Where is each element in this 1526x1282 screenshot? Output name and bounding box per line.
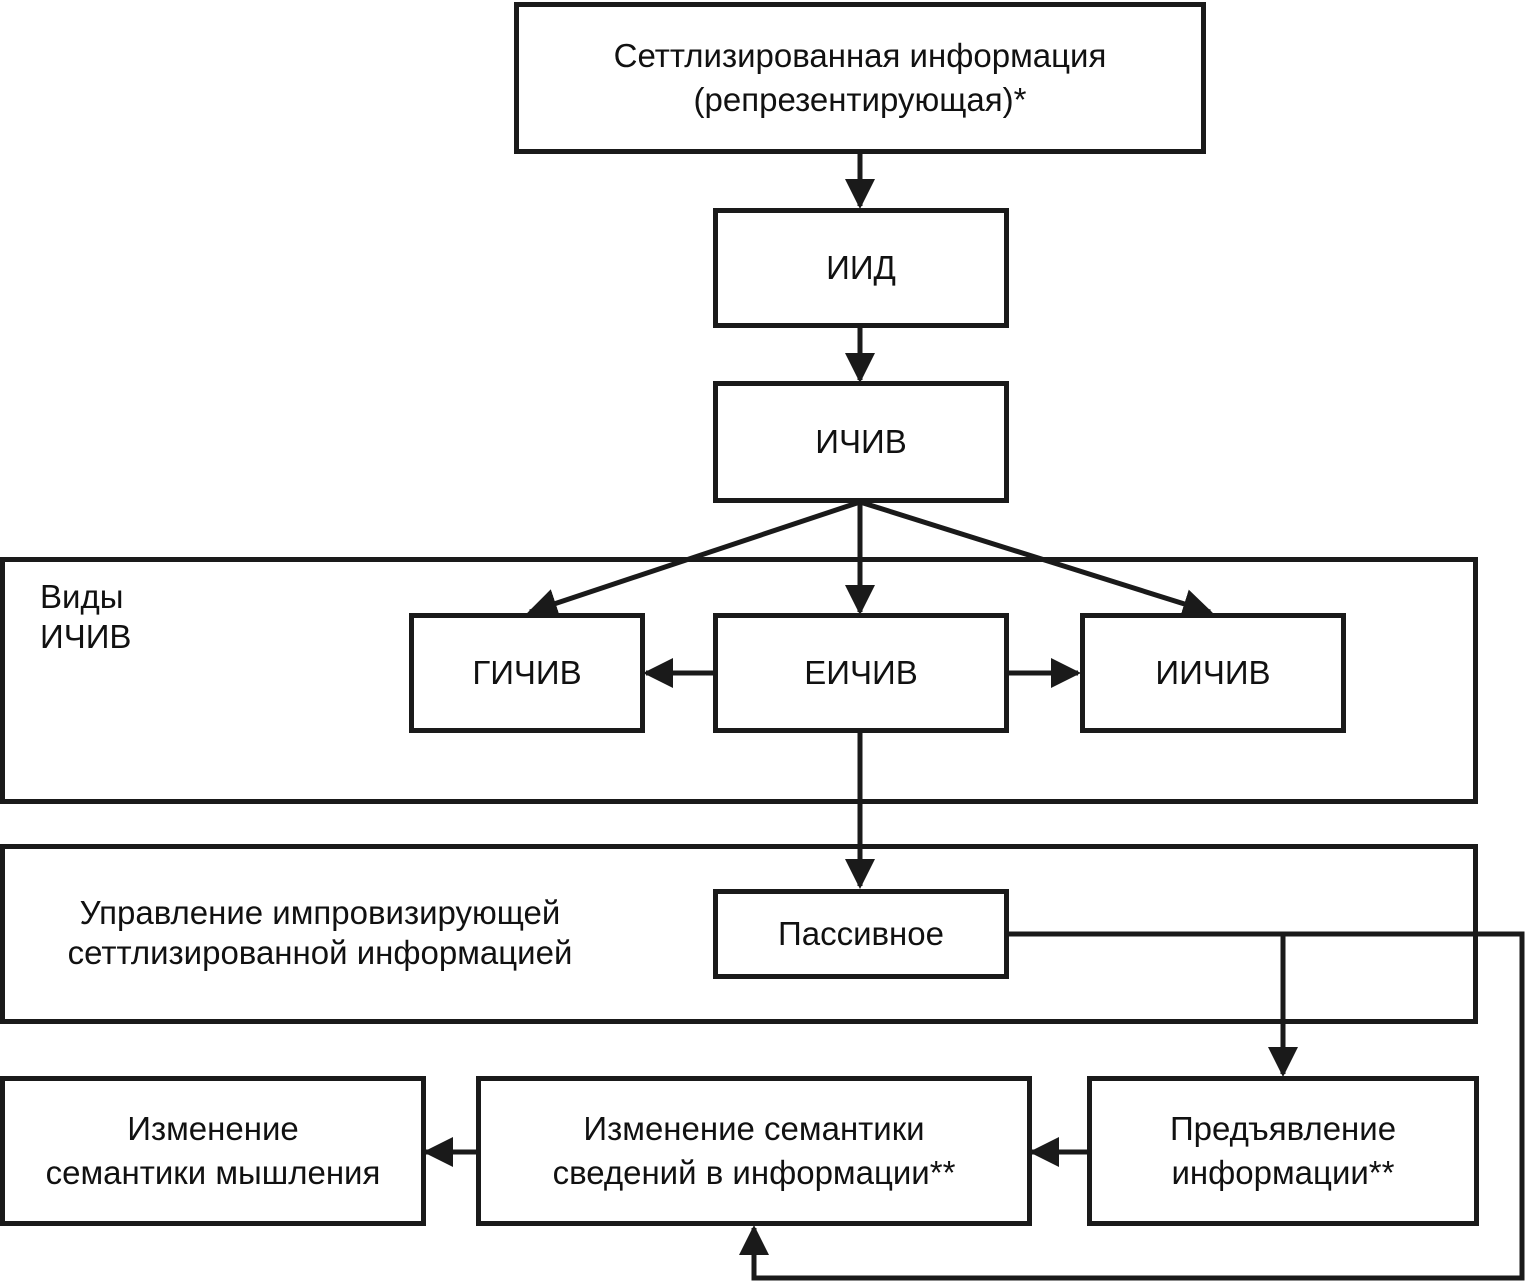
- edge-passive-to-presentation: [1006, 931, 1298, 1077]
- node-info-semantics-change: Изменение семантики сведений в информаци…: [476, 1076, 1032, 1226]
- group-ichiv-types-label: Виды ИЧИВ: [40, 578, 132, 655]
- group-management-label: Управление импровизирующей сеттлизирован…: [67, 894, 573, 971]
- node-settled-info: Сеттлизированная информация (репрезентир…: [514, 2, 1206, 154]
- edge-passive-to-info-change: [739, 931, 1525, 1281]
- node-gichiv: ГИЧИВ: [409, 613, 645, 733]
- edge-ichiv-to-gichiv: [527, 499, 861, 618]
- group-ichiv-types: [0, 557, 1478, 804]
- edge-ichiv-to-iichiv: [859, 499, 1213, 619]
- node-thinking-change: Изменение семантики мышления: [0, 1076, 426, 1226]
- node-passive: Пассивное: [713, 889, 1009, 979]
- node-iid: ИИД: [713, 208, 1009, 328]
- node-iichiv: ИИЧИВ: [1080, 613, 1346, 733]
- node-eichiv: ЕИЧИВ: [713, 613, 1009, 733]
- node-ichiv: ИЧИВ: [713, 381, 1009, 503]
- node-presentation: Предъявление информации**: [1087, 1076, 1479, 1226]
